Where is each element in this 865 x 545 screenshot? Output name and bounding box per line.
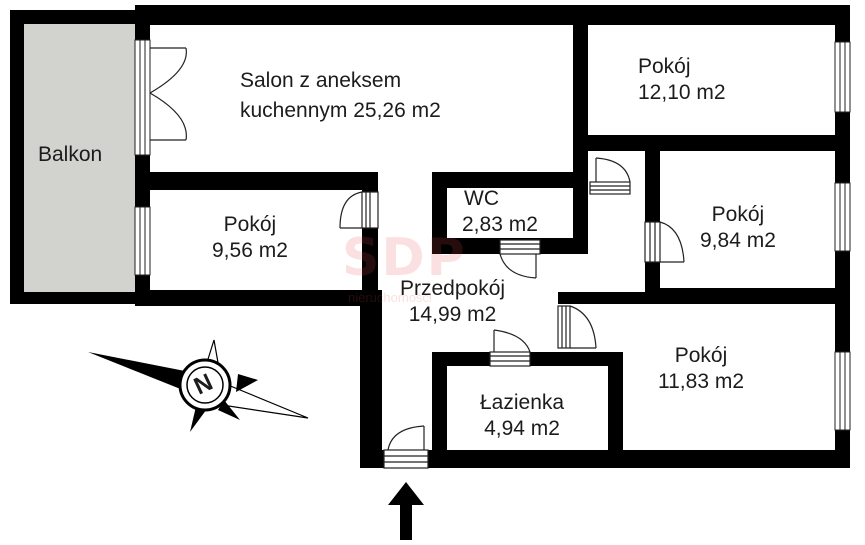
room-area: 4,94 m2 [484,417,560,440]
compass-icon [88,339,309,432]
window-pokoj-mid-right [834,182,851,252]
door-pokoj-left [339,191,379,229]
door-lazienka [489,329,531,367]
doors [149,47,685,469]
room-label-salon: Salon z aneksem kuchennym 25,26 m2 [240,68,441,124]
room-area: kuchennym 25,26 m2 [240,99,441,122]
door-pokoj-top-right [589,157,631,195]
room-label-przedpokoj: Przedpokój 14,99 m2 [400,276,505,328]
door-balkon [149,47,187,141]
window-salon [134,39,151,156]
room-label-pokoj-bottom-right: Pokój 11,83 m2 [658,343,744,395]
room-area: 14,99 m2 [408,303,497,326]
room-area: 9,56 m2 [212,239,288,262]
room-label-pokoj-top-right: Pokój 12,10 m2 [638,54,726,106]
arrow-up-icon [388,482,424,540]
balkon-area [24,24,135,293]
door-pokoj-mid-right [644,221,685,263]
windows [134,39,851,431]
room-name: Pokój [674,344,728,367]
window-pokoj-bottom-right [834,351,851,431]
room-area: 9,84 m2 [700,229,776,252]
door-pokoj-bottom-right [557,305,597,349]
room-name: Salon z aneksem [240,69,402,92]
room-label-wc: WC 2,83 m2 [462,186,538,238]
room-label-pokoj-left: Pokój 9,56 m2 [212,212,288,264]
room-name: Balkon [38,143,103,166]
room-name: Pokój [223,213,277,236]
room-name: Pokój [711,203,765,226]
window-pokoj-left [134,206,151,276]
watermark-tagline: nieruchomości [348,290,432,305]
watermark-logo: SDP [342,228,467,288]
room-name: Pokój [638,55,691,78]
door-entrance [383,425,429,469]
room-area: 12,10 m2 [638,81,726,104]
room-name: Przedpokój [400,277,506,300]
room-name: WC [464,187,499,210]
room-area: 11,83 m2 [658,370,744,393]
room-label-lazienka: Łazienka 4,94 m2 [480,390,564,442]
room-name: Łazienka [480,391,565,414]
room-label-balkon: Balkon [38,142,102,168]
room-area: 2,83 m2 [462,213,538,236]
room-label-pokoj-mid-right: Pokój 9,84 m2 [700,202,776,254]
door-wc [499,239,541,279]
window-pokoj-top-right [834,41,851,113]
